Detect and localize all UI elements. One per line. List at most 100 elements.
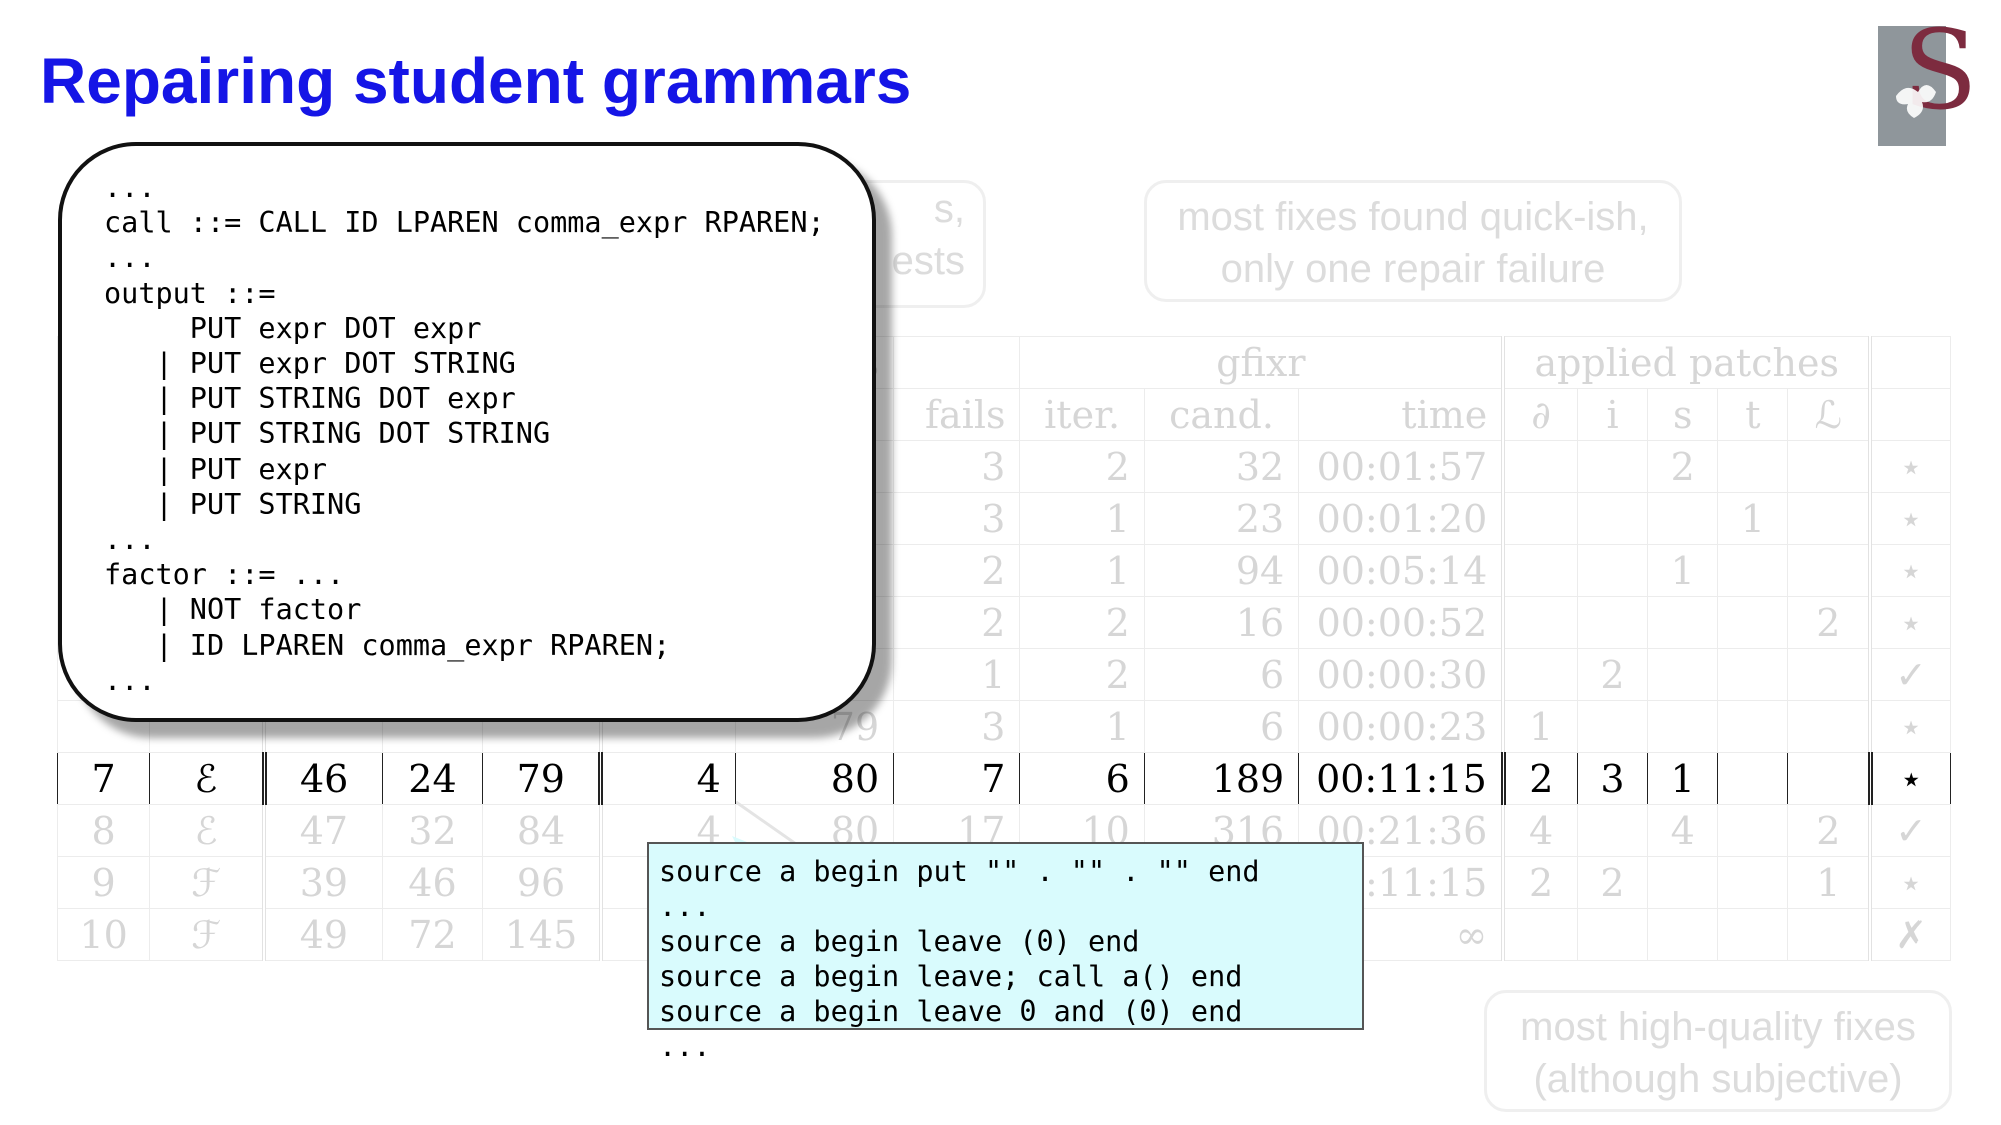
table-cell-p2: 2 [1576, 856, 1649, 909]
table-cell-cand: 6 [1143, 648, 1300, 701]
table-cell-p3: 1 [1647, 752, 1719, 805]
table-cell-e: 80 [734, 752, 895, 805]
input-examples: source a begin put "" . "" . "" end ... … [659, 854, 1260, 1064]
table-cell-q: ⋆ [1869, 440, 1952, 493]
table-cell-p4 [1717, 804, 1789, 857]
table-cell-p2 [1576, 596, 1649, 649]
table-cell-p1 [1502, 648, 1578, 701]
table-cell-p1 [1502, 492, 1578, 545]
faded-callout-quality-line2: (although subjective) [1533, 1057, 1903, 1101]
table-cell-cand: 6 [1143, 700, 1300, 753]
table-cell-p5: 2 [1787, 804, 1873, 857]
table-cell-q: ⋆ [1869, 752, 1952, 805]
table-cell-p3 [1647, 856, 1719, 909]
table-cell-p2: 3 [1576, 752, 1649, 805]
table-cell-p1 [1502, 544, 1578, 597]
table-cell-p4 [1717, 596, 1789, 649]
table-cell-p5 [1787, 700, 1873, 753]
table-cell-q: ⋆ [1869, 856, 1952, 909]
code-line: ... [104, 241, 156, 275]
header-fails: fails [893, 388, 1021, 441]
header-applied-patches: applied patches [1502, 336, 1873, 389]
header-time: time [1298, 388, 1506, 441]
example-line: ... [659, 890, 711, 923]
table-cell-fails: 3 [893, 492, 1021, 545]
university-logo: S [1878, 26, 1978, 146]
table-cell-fails: 7 [893, 752, 1021, 805]
table-cell-a: 47 [263, 804, 383, 857]
example-line: source a begin leave 0 and (0) end [659, 995, 1243, 1028]
table-cell-p3 [1647, 492, 1719, 545]
table-cell-p5: 1 [1787, 856, 1873, 909]
table-cell-time: 00:01:20 [1298, 492, 1506, 545]
table-cell-c: 79 [482, 752, 604, 805]
table-cell-p2 [1576, 492, 1649, 545]
table-cell-p3: 1 [1647, 544, 1719, 597]
table-cell-p1: 4 [1502, 804, 1578, 857]
table-cell-q: ✗ [1869, 908, 1952, 961]
table-cell-p2 [1576, 908, 1649, 961]
table-cell-p4 [1717, 544, 1789, 597]
table-cell-p3 [1647, 908, 1719, 961]
table-cell-a: 49 [263, 908, 383, 961]
faded-callout-fixes: most fixes found quick-ish, only one rep… [1144, 180, 1682, 302]
table-cell-cand: 94 [1143, 544, 1300, 597]
table-cell-q: ✓ [1869, 804, 1952, 857]
table-cell-b: 32 [381, 804, 484, 857]
table-cell-p2 [1576, 804, 1649, 857]
code-line: ... [104, 171, 156, 204]
code-line: call ::= CALL ID LPAREN comma_expr RPARE… [104, 206, 825, 240]
table-cell-p2 [1576, 440, 1649, 493]
header-patch-subst: s [1647, 388, 1719, 441]
table-cell-fails: 2 [893, 596, 1021, 649]
table-cell-fails: 1 [893, 648, 1021, 701]
code-line: | PUT STRING [104, 487, 362, 521]
table-cell-id: 8 [56, 804, 151, 857]
table-cell-fails: 3 [893, 700, 1021, 753]
table-cell-p2 [1576, 544, 1649, 597]
code-line: | PUT STRING DOT STRING [104, 417, 551, 451]
table-cell-iter: 2 [1019, 596, 1145, 649]
code-line: PUT expr DOT expr [104, 311, 482, 345]
example-line: source a begin leave; call a() end [659, 960, 1243, 993]
table-cell-p4 [1717, 908, 1789, 961]
table-cell-cand: 32 [1143, 440, 1300, 493]
table-cell-p2: 2 [1576, 648, 1649, 701]
table-cell-b: 72 [381, 908, 484, 961]
code-line: ... [104, 523, 156, 557]
table-cell-g: ℰ [149, 804, 267, 857]
code-line: output ::= [104, 276, 276, 310]
table-cell-p4 [1717, 440, 1789, 493]
table-cell-q: ⋆ [1869, 492, 1952, 545]
table-cell-id: 9 [56, 856, 151, 909]
table-cell-p1: 2 [1502, 752, 1578, 805]
table-cell-time: 00:01:57 [1298, 440, 1506, 493]
table-cell-fails: 2 [893, 544, 1021, 597]
table-cell-cand: 23 [1143, 492, 1300, 545]
table-cell-p1: 2 [1502, 856, 1578, 909]
faded-callout-fixes-line2: only one repair failure [1220, 247, 1606, 291]
table-cell-p2 [1576, 700, 1649, 753]
table-cell-p1 [1502, 596, 1578, 649]
code-line: | PUT STRING DOT expr [104, 382, 516, 416]
faded-callout-quality-line1: most high-quality fixes [1520, 1005, 1916, 1049]
table-cell-d: 4 [600, 752, 736, 805]
table-cell-p3 [1647, 648, 1719, 701]
table-cell-p5: 2 [1787, 596, 1873, 649]
table-cell-iter: 6 [1019, 752, 1145, 805]
table-cell-p1 [1502, 440, 1578, 493]
table-cell-p3 [1647, 596, 1719, 649]
grammar-callout: ... call ::= CALL ID LPAREN comma_expr R… [58, 142, 876, 722]
table-cell-q: ⋆ [1869, 700, 1952, 753]
table-cell-id: 7 [56, 752, 151, 805]
table-cell-g: ℰ [149, 752, 267, 805]
code-line: | NOT factor [104, 593, 362, 627]
table-cell-p5 [1787, 440, 1873, 493]
table-cell-p5 [1787, 544, 1873, 597]
table-cell-iter: 2 [1019, 440, 1145, 493]
header-patch-lift: ℒ [1787, 388, 1873, 441]
example-line: source a begin put "" . "" . "" end [659, 855, 1260, 888]
code-line: ... [104, 663, 156, 697]
code-line: | PUT expr DOT STRING [104, 347, 516, 381]
